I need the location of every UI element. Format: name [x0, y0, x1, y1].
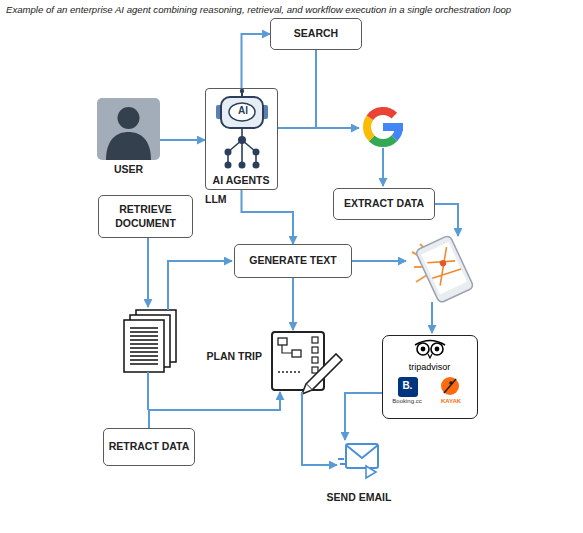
- flow-step: [278, 338, 287, 345]
- wire-arrow: [147, 238, 149, 307]
- kayak-paddle: [444, 379, 456, 393]
- network-node: [253, 162, 260, 169]
- google-logo-green: [372, 138, 395, 143]
- node-label: SEND EMAIL: [319, 491, 399, 504]
- google-logo-red: [370, 111, 394, 118]
- flow-arrow: [292, 278, 294, 330]
- owl-eye: [417, 343, 429, 355]
- pencil-tip: [302, 384, 312, 394]
- node-label: GENERATE TEXT: [249, 254, 336, 267]
- node-label: AI AGENTS: [206, 174, 276, 187]
- node-label: EXTRACT DATA: [344, 197, 424, 210]
- check-square: [312, 337, 318, 343]
- phone-body: [415, 235, 474, 304]
- check-square: [312, 357, 318, 363]
- flow-arrow: [149, 392, 280, 428]
- wire: [278, 127, 316, 129]
- owl-beak: [428, 354, 432, 358]
- node-label: SEARCH: [294, 27, 338, 40]
- flow-arrow: [302, 392, 337, 465]
- envelope-flap: [346, 445, 378, 458]
- agent-box: AIAI AGENTSLLM: [205, 88, 278, 190]
- document-page: [124, 320, 164, 372]
- wire-arrow: [168, 261, 232, 310]
- owl-eye: [431, 343, 443, 355]
- network-node: [238, 136, 246, 144]
- node-label: AI: [232, 105, 254, 118]
- node-label: RETRACT DATA: [109, 440, 190, 453]
- wire-arrow: [431, 302, 433, 333]
- wire: [147, 372, 149, 410]
- figure-caption: Example of an enterprise AI agent combin…: [6, 4, 511, 15]
- email-node: SEND EMAIL: [337, 440, 381, 476]
- robot-network: [228, 128, 256, 164]
- speed-lines: [338, 459, 346, 464]
- kayak-figure: [449, 381, 453, 385]
- user-body: [106, 132, 151, 160]
- process-box: RETRACT DATA: [103, 428, 195, 466]
- robot-antenna-tip: [240, 89, 244, 93]
- process-box: GENERATE TEXT: [234, 244, 352, 278]
- node-label: Booking.cc: [385, 398, 429, 406]
- node-label: RETRIEVE DOCUMENT: [103, 203, 188, 229]
- plan-node: PLAN TRIP: [266, 330, 346, 392]
- google-logo-bar: [383, 123, 403, 131]
- document-lines: [130, 328, 158, 364]
- logo-box: tripadvisorB. Booking.ccKAYAK: [382, 335, 478, 419]
- flow-link: [282, 345, 292, 353]
- user-head: [118, 107, 140, 129]
- wire-arrow: [352, 260, 406, 262]
- phone-screen: [421, 242, 467, 295]
- robot-head: [221, 97, 263, 128]
- check-square: [312, 347, 318, 353]
- process-box: RETRIEVE DOCUMENT: [98, 195, 193, 238]
- user-node: USER: [97, 98, 160, 160]
- network-node: [239, 162, 246, 169]
- envelope: [346, 444, 378, 468]
- node-label: tripadvisor: [383, 362, 476, 373]
- network-node: [225, 149, 232, 156]
- network-node: [253, 149, 260, 156]
- kayak-logo: [441, 377, 459, 395]
- pencil-body: [306, 354, 342, 390]
- owl-pupil: [421, 347, 426, 352]
- flow-step: [292, 350, 301, 357]
- send-arrow: [366, 466, 376, 478]
- flow-arrow: [242, 34, 271, 88]
- flow-arrow: [160, 139, 205, 141]
- flow-arrow: [345, 393, 382, 440]
- process-box: EXTRACT DATA: [333, 188, 435, 220]
- map-pin: [439, 259, 448, 268]
- node-label: PLAN TRIP: [200, 350, 262, 363]
- node-label: B.: [397, 376, 417, 396]
- node-label: USER: [87, 163, 170, 176]
- user-icon-bg: [97, 98, 160, 160]
- map-roads: [423, 246, 464, 288]
- node-label: LLM: [205, 193, 235, 206]
- node-label: KAYAK: [431, 398, 471, 406]
- wire-arrow: [435, 204, 458, 236]
- wire-arrow: [316, 50, 359, 128]
- google-logo-yellow: [367, 118, 372, 139]
- network-node: [225, 162, 232, 169]
- owl-pupil: [435, 347, 440, 352]
- robot-face: [229, 103, 255, 121]
- wire-arrow: [382, 148, 384, 186]
- flow-arrow: [242, 190, 294, 244]
- booking-logo: [398, 377, 418, 397]
- process-box: SEARCH: [270, 18, 362, 50]
- route-line: [278, 371, 302, 372]
